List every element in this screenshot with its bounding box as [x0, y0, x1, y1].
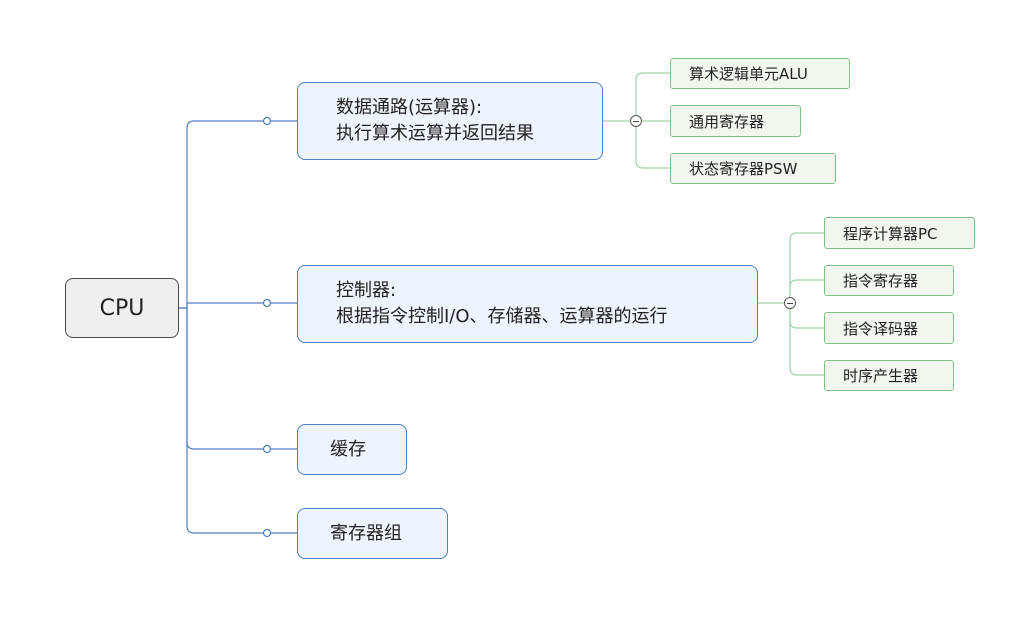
leaf-psw[interactable]: 状态寄存器PSW	[670, 153, 836, 184]
leaf-alu-label: 算术逻辑单元ALU	[689, 65, 808, 83]
branch-datapath[interactable]: 数据通路(运算器): 执行算术运算并返回结果	[297, 82, 603, 160]
leaf-instruction-decoder[interactable]: 指令译码器	[824, 312, 954, 344]
leaf-program-counter[interactable]: 程序计算器PC	[824, 217, 975, 249]
branch-datapath-title: 数据通路(运算器):	[336, 97, 483, 118]
leaf-timing-generator-label: 时序产生器	[843, 367, 919, 385]
branch-controller-description: 根据指令控制I/O、存储器、运算器的运行	[336, 306, 668, 327]
branch-controller-title: 控制器:	[336, 280, 397, 301]
branch-register-group[interactable]: 寄存器组	[297, 508, 448, 559]
root-node-cpu[interactable]: CPU	[65, 278, 179, 338]
root-label: CPU	[99, 295, 145, 321]
leaf-general-registers[interactable]: 通用寄存器	[670, 105, 801, 137]
collapse-controller-icon[interactable]	[784, 297, 796, 309]
leaf-general-registers-label: 通用寄存器	[689, 112, 765, 131]
branch-cache-label: 缓存	[330, 438, 366, 460]
leaf-instruction-register-label: 指令寄存器	[843, 272, 919, 290]
leaf-timing-generator[interactable]: 时序产生器	[824, 360, 954, 391]
branch-controller[interactable]: 控制器: 根据指令控制I/O、存储器、运算器的运行	[297, 265, 758, 343]
leaf-psw-label: 状态寄存器PSW	[689, 160, 798, 178]
branch-datapath-description: 执行算术运算并返回结果	[336, 123, 534, 144]
leaf-instruction-register[interactable]: 指令寄存器	[824, 265, 954, 296]
leaf-program-counter-label: 程序计算器PC	[843, 224, 938, 243]
leaf-alu[interactable]: 算术逻辑单元ALU	[670, 58, 850, 89]
collapse-datapath-icon[interactable]	[630, 115, 642, 127]
branch-register-group-label: 寄存器组	[330, 522, 402, 544]
leaf-instruction-decoder-label: 指令译码器	[843, 319, 919, 338]
branch-cache[interactable]: 缓存	[297, 424, 407, 475]
